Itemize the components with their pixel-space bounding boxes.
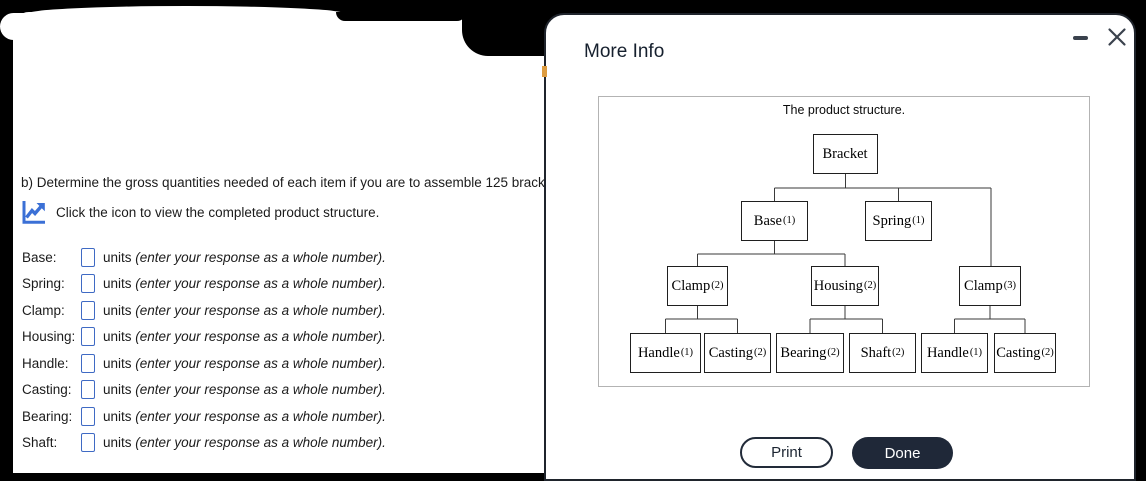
question-text: b) Determine the gross quantities needed… bbox=[21, 175, 567, 190]
item-row-housing: Housing: units(enter your response as a … bbox=[22, 326, 386, 348]
item-row-bearing: Bearing: units(enter your response as a … bbox=[22, 405, 386, 427]
units-hint: units(enter your response as a whole num… bbox=[103, 302, 386, 318]
print-button[interactable]: Print bbox=[740, 437, 833, 468]
background-patch bbox=[462, 12, 546, 56]
item-row-casting: Casting: units(enter your response as a … bbox=[22, 379, 386, 401]
units-hint: units(enter your response as a whole num… bbox=[103, 408, 386, 424]
item-label: Base: bbox=[22, 249, 57, 265]
minimize-button[interactable] bbox=[1066, 26, 1094, 50]
done-button[interactable]: Done bbox=[852, 437, 953, 469]
bearing-units-input[interactable] bbox=[81, 406, 95, 426]
tree-connectors bbox=[664, 174, 1026, 333]
tree-node-bracket: Bracket bbox=[813, 134, 878, 174]
item-label: Casting: bbox=[22, 382, 72, 397]
units-hint: units(enter your response as a whole num… bbox=[103, 382, 386, 397]
item-row-handle: Handle: units(enter your response as a w… bbox=[22, 352, 386, 374]
item-row-clamp: Clamp: units(enter your response as a wh… bbox=[22, 299, 386, 321]
panel-title: The product structure. bbox=[782, 103, 906, 117]
close-icon bbox=[1108, 28, 1126, 46]
chart-icon[interactable] bbox=[20, 199, 47, 226]
item-label: Clamp: bbox=[22, 302, 65, 318]
quantity-form: Base: units(enter your response as a who… bbox=[22, 246, 386, 458]
spring-units-input[interactable] bbox=[81, 274, 95, 293]
tree-node-casting-2: Casting(2) bbox=[994, 333, 1056, 373]
view-structure-row: Click the icon to view the completed pro… bbox=[20, 199, 379, 226]
tree-node-casting-1: Casting(2) bbox=[704, 333, 771, 373]
units-hint: units(enter your response as a whole num… bbox=[103, 276, 386, 291]
item-label: Handle: bbox=[22, 355, 69, 371]
tree-node-housing: Housing(2) bbox=[811, 266, 879, 306]
shaft-units-input[interactable] bbox=[81, 433, 95, 452]
item-label: Shaft: bbox=[22, 435, 58, 450]
background-patch bbox=[336, 12, 466, 21]
tree-node-base: Base(1) bbox=[741, 201, 808, 241]
quiz-page: b) Determine the gross quantities needed… bbox=[13, 12, 567, 473]
product-structure-panel: The product structure. Bracket Base(1) S… bbox=[598, 96, 1090, 387]
item-row-base: Base: units(enter your response as a who… bbox=[22, 246, 386, 268]
more-info-dialog: More Info The product structure. Bracket… bbox=[542, 13, 1136, 481]
clamp-units-input[interactable] bbox=[81, 300, 95, 320]
housing-units-input[interactable] bbox=[81, 327, 95, 346]
item-label: Bearing: bbox=[22, 408, 73, 424]
units-hint: units(enter your response as a whole num… bbox=[103, 329, 386, 344]
tree-node-shaft: Shaft(2) bbox=[849, 333, 916, 373]
item-label: Housing: bbox=[22, 329, 76, 344]
item-row-spring: Spring: units(enter your response as a w… bbox=[22, 273, 386, 295]
view-structure-label: Click the icon to view the completed pro… bbox=[56, 205, 380, 220]
casting-units-input[interactable] bbox=[81, 380, 95, 399]
tree-node-bearing: Bearing(2) bbox=[776, 333, 844, 373]
units-hint: units(enter your response as a whole num… bbox=[103, 435, 386, 450]
close-button[interactable] bbox=[1103, 23, 1131, 51]
tree-node-clamp-3: Clamp(3) bbox=[959, 266, 1021, 306]
minimize-icon bbox=[1072, 35, 1088, 41]
item-label: Spring: bbox=[22, 276, 65, 291]
scrollbar-fragment bbox=[542, 66, 547, 77]
tree-node-handle-1: Handle(1) bbox=[630, 333, 701, 373]
tree-node-clamp-2: Clamp(2) bbox=[667, 266, 728, 306]
tree-node-handle-2: Handle(1) bbox=[921, 333, 988, 373]
base-units-input[interactable] bbox=[81, 247, 95, 267]
dialog-title: More Info bbox=[584, 41, 665, 62]
units-hint: units(enter your response as a whole num… bbox=[103, 355, 386, 371]
tree-node-spring: Spring(1) bbox=[865, 201, 932, 241]
handle-units-input[interactable] bbox=[81, 353, 95, 373]
units-hint: units(enter your response as a whole num… bbox=[103, 249, 386, 265]
item-row-shaft: Shaft: units(enter your response as a wh… bbox=[22, 432, 386, 454]
